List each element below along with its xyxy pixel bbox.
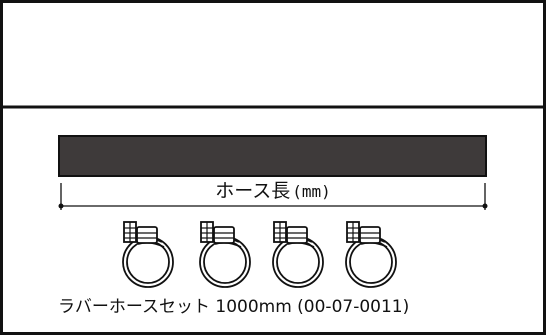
hose-clamp-icon xyxy=(122,221,174,288)
dimension-endpoint-right xyxy=(482,203,488,209)
hose-length-label: ホース長(mm) xyxy=(0,176,546,203)
hose-clamp-icon xyxy=(272,221,324,288)
unit-text: (mm) xyxy=(292,182,331,201)
hose-clamp-icon xyxy=(345,221,397,288)
hose-bar xyxy=(58,135,487,177)
hose-clamp-icon xyxy=(199,221,251,288)
dimension-endpoint-left xyxy=(58,203,64,209)
hose-length-text: ホース長 xyxy=(215,180,291,202)
product-caption: ラバーホースセット 1000mm (00-07-0011) xyxy=(58,297,410,317)
